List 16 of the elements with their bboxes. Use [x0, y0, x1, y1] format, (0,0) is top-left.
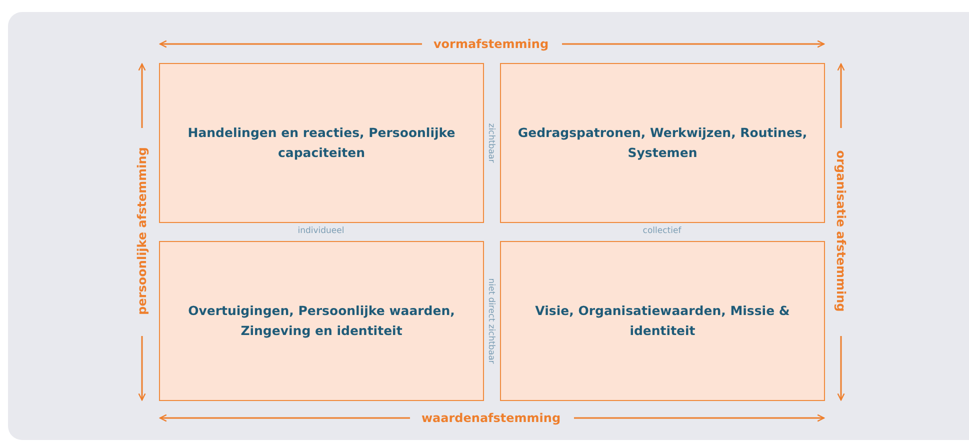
- quadrant-box: [159, 241, 484, 401]
- axis-note: individueel: [298, 226, 344, 236]
- quadrant-box: [500, 241, 825, 401]
- axis-label: waardenafstemming: [421, 411, 561, 425]
- quadrant-box: [159, 63, 484, 223]
- quadrant-text: Handelingen en reacties, Persoonlijke capaciteiten: [186, 124, 456, 162]
- axis-note: zichtbaar: [486, 123, 496, 163]
- axis-note: niet direct zichtbaar: [486, 278, 496, 364]
- quadrant-text: Overtuigingen, Persoonlijke waarden, Zingeving en identiteit: [187, 302, 456, 340]
- axis-label: persoonlijke afstemming: [135, 147, 149, 315]
- axis-label: organisatie afstemming: [834, 150, 848, 312]
- axis-label: vormafstemming: [433, 37, 549, 51]
- quadrant-text: Visie, Organisatiewaarden, Missie & identiteit: [534, 302, 791, 340]
- axis-note: collectief: [642, 226, 682, 236]
- quadrant-box: [500, 63, 825, 223]
- quadrant-text: Gedragspatronen, Werkwijzen, Routines, Systemen: [516, 124, 808, 162]
